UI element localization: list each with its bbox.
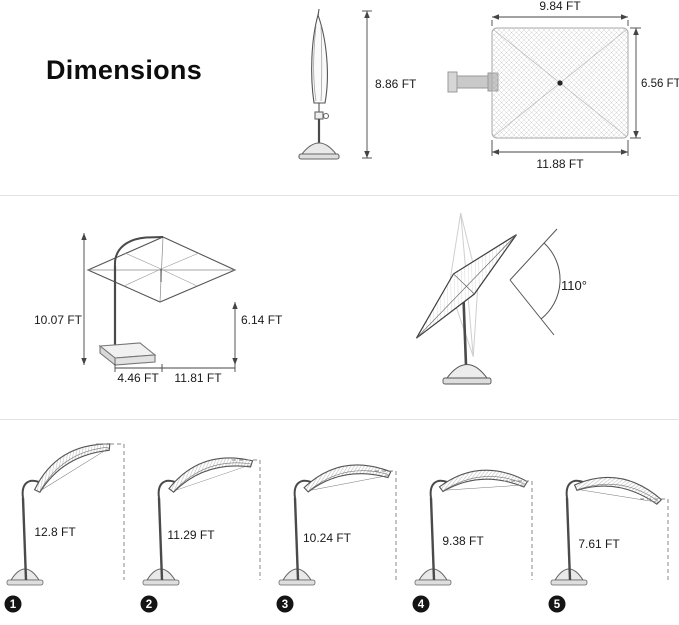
angle-annotation — [509, 228, 561, 336]
position-badge-number: 3 — [282, 599, 288, 611]
canopy-top-view-illustration — [491, 27, 629, 139]
position-height-label: 9.38 FT — [442, 534, 484, 548]
position-badge — [412, 595, 430, 613]
height-dimension-dashed-line — [232, 459, 261, 580]
rotation-angle-label: 110° — [561, 278, 587, 293]
top-width-dimension-line — [491, 14, 629, 26]
canopy-width-label: 11.81 FT — [174, 371, 222, 385]
position-height-label: 12.8 FT — [34, 525, 76, 539]
height-dimension-dashed-line — [640, 498, 669, 580]
canopy — [438, 469, 529, 493]
position-badge-number: 1 — [10, 599, 17, 611]
side-depth-label: 6.56 FT — [641, 78, 679, 90]
umbrella-illustration — [142, 457, 254, 586]
open-view-dimension-lines — [81, 233, 238, 372]
tilt-position-5-figure: 7.61 FT 5 — [548, 476, 669, 613]
position-badge — [140, 595, 158, 613]
page-title: Dimensions — [46, 55, 203, 85]
canopy — [33, 443, 111, 493]
position-height-label: 11.29 FT — [167, 528, 215, 542]
open-umbrella-dimensions-figure: 10.07 FT 6.14 FT 4.46 FT 11.81 FT — [34, 233, 283, 385]
height-dimension-dashed-line — [368, 470, 397, 580]
umbrella-illustration — [550, 476, 663, 586]
position-badge-number: 5 — [554, 599, 561, 611]
base-width-label: 4.46 FT — [117, 371, 159, 385]
bottom-width-label: 11.88 FT — [536, 157, 584, 171]
tilt-position-2-figure: 11.29 FT 2 — [140, 457, 261, 613]
position-badge — [4, 595, 22, 613]
umbrella-illustration — [6, 443, 111, 586]
canopy — [303, 464, 392, 493]
total-height-label: 10.07 FT — [34, 313, 83, 327]
canopy — [168, 457, 254, 493]
tilt-angle-figure: 110° — [415, 212, 587, 385]
height-dimension-line — [362, 10, 372, 159]
section-divider-top — [0, 195, 679, 196]
tilted-canopy-illustration — [415, 234, 517, 339]
section-divider-bottom — [0, 419, 679, 420]
position-badge — [548, 595, 566, 613]
canopy-top-view-figure: 9.84 FT 6.56 FT 11.88 FT — [447, 0, 679, 171]
closed-umbrella-illustration — [298, 8, 340, 160]
edge-height-label: 6.14 FT — [241, 313, 283, 327]
position-badge-number: 2 — [146, 599, 152, 611]
height-dimension-dashed-line — [504, 480, 533, 580]
position-height-label: 7.61 FT — [578, 537, 620, 551]
center-hub-dot — [557, 80, 563, 86]
position-badge-number: 4 — [418, 599, 425, 611]
tilt-position-3-figure: 10.24 FT 3 — [276, 464, 397, 613]
position-badge — [276, 595, 294, 613]
umbrella-illustration — [414, 469, 529, 586]
position-height-label: 10.24 FT — [303, 531, 352, 545]
umbrella-illustration — [278, 464, 392, 586]
open-umbrella-illustration — [86, 236, 237, 367]
closed-height-label: 8.86 FT — [375, 77, 417, 91]
canopy — [573, 476, 663, 505]
side-depth-dimension-line — [630, 27, 641, 139]
top-width-label: 9.84 FT — [539, 0, 581, 13]
closed-umbrella-figure: 8.86 FT — [298, 8, 417, 160]
mount-arm-illustration — [447, 71, 499, 93]
tilt-position-4-figure: 9.38 FT 4 — [412, 469, 533, 613]
tilt-position-1-figure: 12.8 FT 1 — [4, 443, 125, 613]
bottom-width-dimension-line — [491, 140, 629, 156]
height-dimension-dashed-line — [96, 443, 125, 580]
